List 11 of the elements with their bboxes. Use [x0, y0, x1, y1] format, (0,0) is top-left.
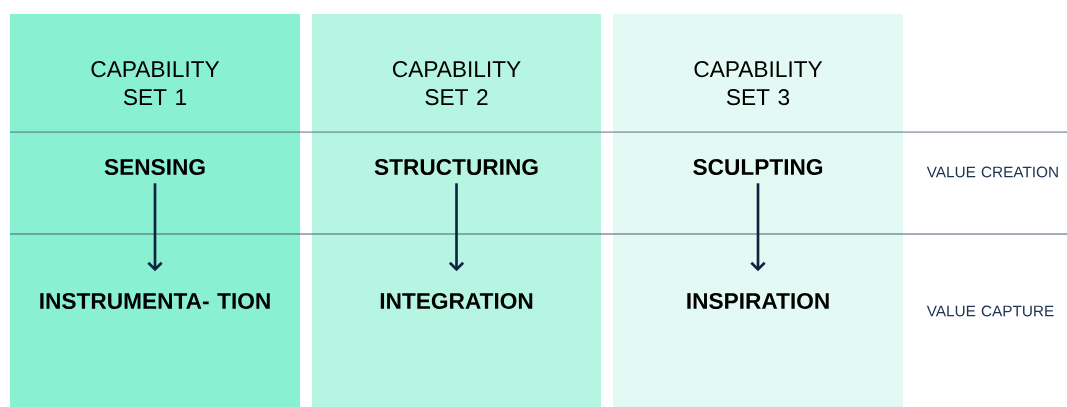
stage-label: INSTRUMENTA- TION	[40, 292, 270, 309]
stage-label: SENSING	[104, 158, 205, 176]
row-label: VALUE CAPTURE	[926, 305, 1054, 317]
arrow	[750, 183, 766, 272]
stage-label: INSPIRATION	[687, 292, 829, 309]
row-label: VALUE CREATION	[926, 166, 1058, 178]
arrow	[147, 183, 163, 272]
stage-label: INTEGRATION	[380, 292, 533, 309]
stage-label: SCULPTING	[693, 158, 823, 176]
stage-label: STRUCTURING	[374, 158, 538, 176]
arrow	[448, 183, 465, 272]
